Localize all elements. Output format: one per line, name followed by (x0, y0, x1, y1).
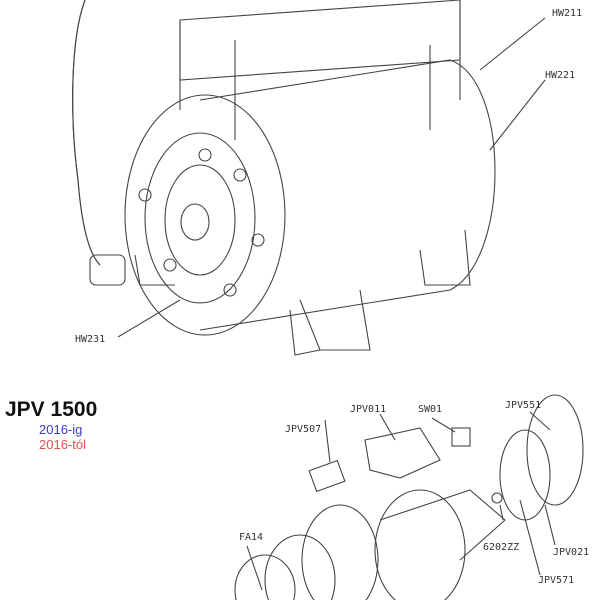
label-jpv021: JPV021 (553, 547, 589, 558)
pump-title-block: JPV 1500 2016-ig 2016-tól (5, 398, 97, 452)
legend-from-2016: 2016-tól (39, 437, 86, 452)
pressure-tank-drawing (72, 0, 546, 356)
label-fa14: FA14 (239, 532, 263, 543)
label-jpv571: JPV571 (538, 575, 574, 586)
pump-model-title: JPV 1500 (5, 398, 98, 421)
label-hw231: HW231 (75, 334, 105, 345)
label-jpv551: JPV551 (505, 400, 541, 411)
label-sw01: SW01 (418, 404, 442, 415)
legend-until-2016: 2016-ig (39, 422, 83, 437)
label-jpv507: JPV507 (285, 424, 321, 435)
pump-motor-drawing (234, 394, 584, 600)
label-6202zz: 6202ZZ (483, 542, 519, 553)
label-hw221: HW221 (545, 70, 575, 81)
label-jpv011: JPV011 (350, 404, 386, 415)
label-hw211: HW211 (552, 8, 582, 19)
